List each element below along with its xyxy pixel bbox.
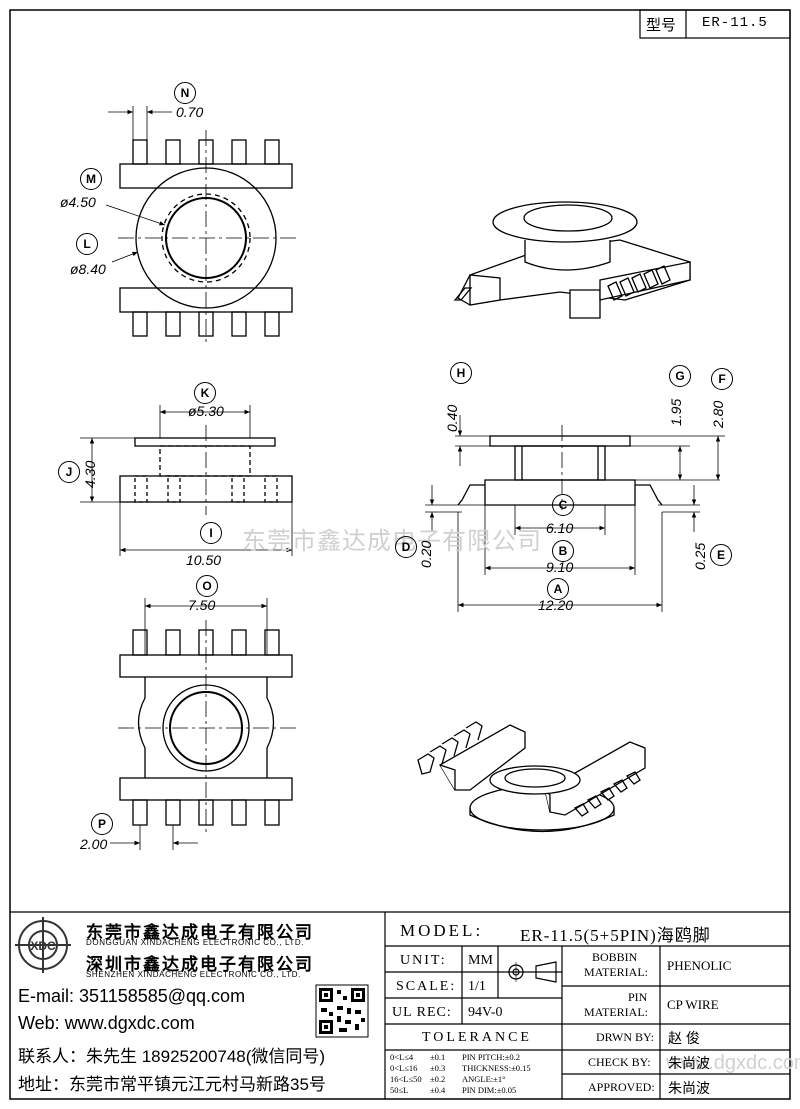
- dim-C-balloon: C: [552, 494, 574, 516]
- watermark: 东莞市鑫达成电子有限公司: [242, 528, 542, 555]
- dim-D-value: 0.20: [418, 540, 434, 568]
- company-web: Web: www.dgxdc.com: [18, 1013, 195, 1033]
- dim-P-balloon: P: [91, 813, 113, 835]
- scale-value: 1/1: [468, 979, 486, 994]
- front-view: [80, 405, 293, 556]
- dim-K-value: ø5.30: [188, 403, 224, 419]
- company-logo: XDC: [15, 917, 71, 973]
- bobbin-value: PHENOLIC: [667, 958, 732, 973]
- iso-view-top: [453, 201, 691, 319]
- model-label: MODEL:: [400, 921, 484, 940]
- dim-H-value: 0.40: [444, 404, 460, 432]
- company-address: 地址：东莞市常平镇元江元村马新路35号: [18, 1075, 326, 1094]
- check-value: 朱尚波: [668, 1055, 710, 1071]
- unit-value: MM: [468, 953, 493, 968]
- sheet-border: [9, 9, 791, 1100]
- header-box: [639, 9, 791, 39]
- dim-B-value: 9.10: [546, 559, 574, 575]
- pin-value: CP WIRE: [667, 997, 719, 1012]
- type-value: ER-11.5: [702, 15, 768, 31]
- bobbin-label-2: MATERIAL:: [584, 965, 648, 979]
- company-email: E-mail: 351158585@qq.com: [18, 986, 246, 1006]
- dim-H-balloon: H: [450, 362, 472, 384]
- dim-G-balloon: G: [669, 365, 691, 387]
- company-name-cn-1: 东莞市鑫达成电子有限公司: [86, 923, 314, 942]
- company-name-en-1: DONGGUAN XINDACHENG ELECTRONIC CO., LTD.: [86, 938, 305, 947]
- dim-A-value: 12.20: [538, 597, 574, 613]
- company-name-cn-2: 深圳市鑫达成电子有限公司: [86, 955, 314, 974]
- side-view: [425, 415, 725, 612]
- dim-M-value: ø4.50: [60, 194, 96, 210]
- iso-view-bottom: [417, 721, 646, 833]
- dim-O-balloon: O: [196, 575, 218, 597]
- qr-code: [315, 984, 369, 1038]
- check-label: CHECK BY:: [588, 1055, 651, 1069]
- pin-label-1: PIN: [628, 990, 648, 1004]
- approved-label: APPROVED:: [588, 1080, 655, 1094]
- dim-P-value: 2.00: [80, 836, 108, 852]
- dim-L-balloon: L: [76, 233, 98, 255]
- dim-A-balloon: A: [547, 578, 569, 600]
- tolerance-label: TOLERANCE: [422, 1030, 532, 1045]
- company-contact: 联系人：朱先生 18925200748(微信同号): [18, 1047, 326, 1066]
- dim-D-balloon: D: [395, 536, 417, 558]
- dim-I-value: 10.50: [186, 552, 222, 568]
- company-name-en-2: SHENZHEN XINDACHENG ELECTRONIC CO., LTD.: [86, 970, 301, 979]
- unit-label: UNIT:: [400, 953, 447, 968]
- dim-M-balloon: M: [80, 168, 102, 190]
- dim-F-value: 2.80: [710, 400, 726, 428]
- dim-J-balloon: J: [58, 461, 80, 483]
- pin-label-2: MATERIAL:: [584, 1005, 648, 1019]
- dim-K-balloon: K: [194, 382, 216, 404]
- type-label: 型号: [646, 17, 677, 34]
- dim-F-balloon: F: [711, 368, 733, 390]
- model-value: ER-11.5(5+5PIN)海鸥脚: [520, 926, 711, 945]
- drwn-value: 赵 俊: [668, 1030, 700, 1046]
- svg-text:XDC: XDC: [30, 939, 56, 953]
- dim-N-value: 0.70: [176, 104, 204, 120]
- title-block: [10, 911, 790, 1099]
- drwn-label: DRWN BY:: [596, 1030, 654, 1044]
- dim-N-balloon: N: [174, 82, 196, 104]
- dim-I-balloon: I: [200, 522, 222, 544]
- bobbin-label-1: BOBBIN: [592, 950, 638, 964]
- dim-L-value: ø8.40: [70, 261, 106, 277]
- dim-E-balloon: E: [710, 544, 732, 566]
- bottom-view: [110, 598, 296, 850]
- dim-J-value: 4.30: [82, 460, 98, 488]
- dim-G-value: 1.95: [668, 398, 684, 426]
- approved-value: 朱尚波: [668, 1080, 710, 1096]
- scale-label: SCALE:: [396, 979, 457, 994]
- top-view: [105, 106, 296, 346]
- ulrec-label: UL REC:: [392, 1005, 452, 1020]
- dim-O-value: 7.50: [188, 597, 216, 613]
- dim-C-value: 6.10: [546, 520, 574, 536]
- watermark-web: www.dgxdc.com: [666, 1052, 800, 1074]
- ulrec-value: 94V-0: [468, 1005, 503, 1020]
- dim-E-value: 0.25: [692, 542, 708, 570]
- dim-B-balloon: B: [552, 540, 574, 562]
